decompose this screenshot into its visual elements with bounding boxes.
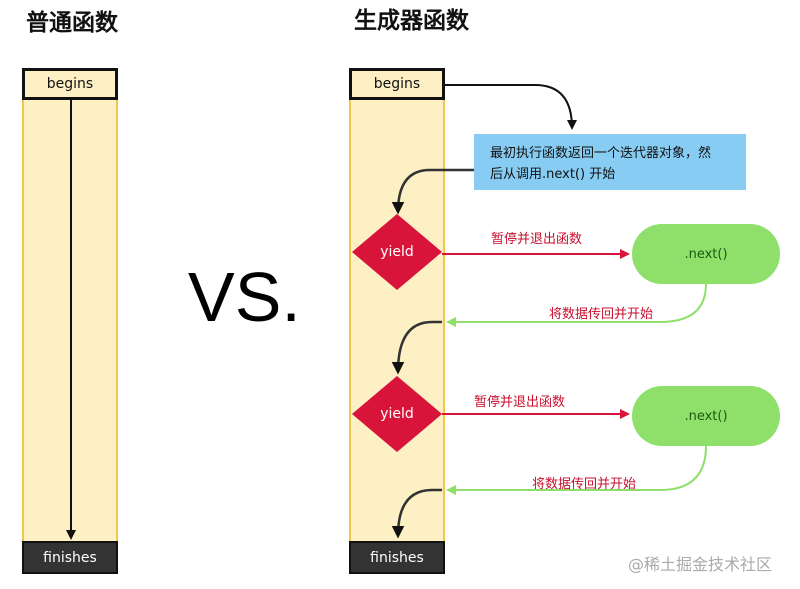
note-line-1: 最初执行函数返回一个迭代器对象，然 [490, 146, 712, 161]
pause-label-2: 暂停并退出函数 [474, 395, 566, 410]
pause-label-1: 暂停并退出函数 [491, 232, 583, 247]
resume-label-2: 将数据传回并开始 [532, 477, 637, 492]
resume-curve-2 [391, 488, 442, 539]
yield-diamond-2 [352, 376, 442, 452]
resume-arrow-1 [446, 283, 707, 327]
generator-function-title: 生成器函数 [354, 8, 469, 34]
normal-function-title: 普通函数 [26, 10, 118, 36]
resume-curve-1 [391, 320, 442, 375]
next-call-1: .next() [632, 224, 780, 284]
normal-finishes-box: finishes [22, 541, 118, 574]
generator-begins-box: begins [349, 68, 445, 100]
begins-to-note-arrow [445, 84, 577, 130]
next-call-2: .next() [632, 386, 780, 446]
yield-diamond-1 [352, 214, 442, 290]
normal-begins-box: begins [22, 68, 118, 100]
generator-finishes-box: finishes [349, 541, 445, 574]
note-line-2: 后从调用.next() 开始 [490, 167, 616, 182]
resume-arrow-2 [446, 445, 707, 495]
yield-label-1: yield [380, 244, 414, 260]
generator-function-lane [349, 97, 445, 544]
yield-label-2: yield [380, 406, 414, 422]
watermark-text: @稀土掘金技术社区 [628, 555, 773, 574]
resume-label-1: 将数据传回并开始 [549, 307, 654, 322]
generator-note: 最初执行函数返回一个迭代器对象，然 后从调用.next() 开始 [474, 134, 746, 190]
note-to-yield-arrow [391, 168, 474, 215]
vs-label: VS. [188, 258, 301, 336]
